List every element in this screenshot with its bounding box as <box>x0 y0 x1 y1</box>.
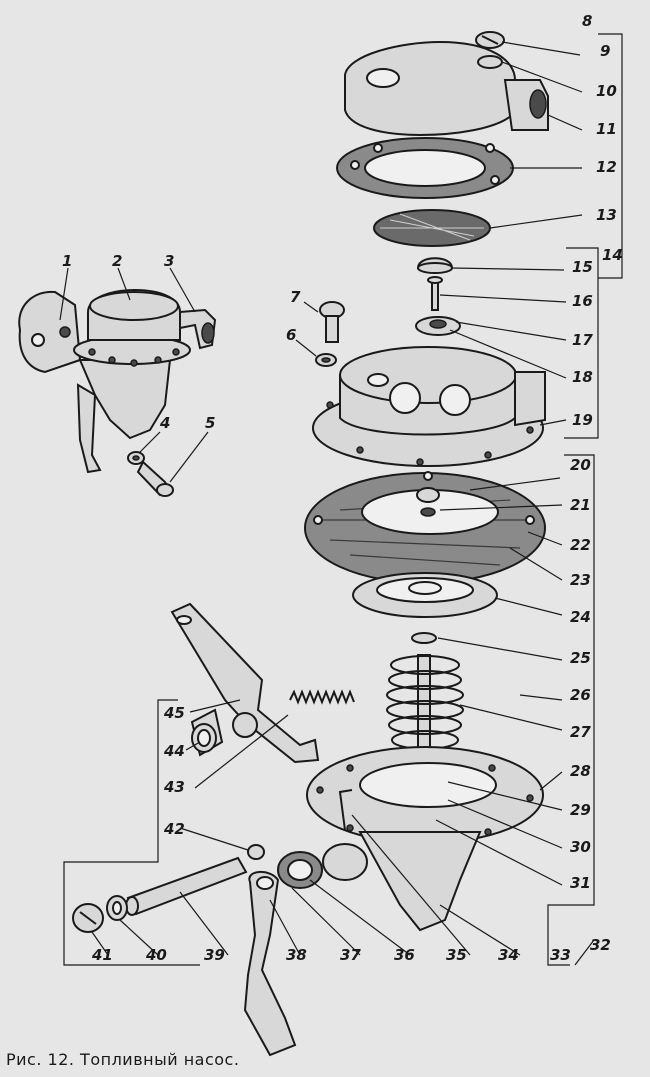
screw-7-shank <box>325 315 339 343</box>
label-26: 26 <box>570 686 591 704</box>
label-27: 27 <box>570 723 591 741</box>
label-31: 31 <box>570 874 591 892</box>
label-40: 40 <box>145 946 167 964</box>
label-41: 41 <box>91 946 113 964</box>
label-21: 21 <box>570 496 591 514</box>
label-35: 35 <box>446 946 467 964</box>
label-22: 22 <box>570 536 591 554</box>
washer-25 <box>411 632 437 644</box>
label-25: 25 <box>570 649 591 667</box>
lower-body <box>306 746 544 932</box>
upper-body <box>312 346 546 467</box>
diaphragm-assembly <box>304 471 546 585</box>
drive-lever-parts <box>170 602 355 764</box>
cover-washer <box>477 55 503 69</box>
label-33: 33 <box>550 946 571 964</box>
filter-screen <box>373 209 491 247</box>
figure-caption: Рис. 12. Топливный насос. <box>6 1050 240 1069</box>
label-28: 28 <box>570 762 591 780</box>
label-29: 29 <box>570 801 591 819</box>
lever-axle-parts <box>72 844 265 933</box>
label-37: 37 <box>340 946 361 964</box>
group-brackets <box>63 33 623 966</box>
label-36: 36 <box>394 946 415 964</box>
diaphragm-spring <box>386 654 464 756</box>
assembled-mounting-flange <box>18 290 82 374</box>
label-16: 16 <box>572 292 593 310</box>
label-1: 1 <box>62 252 72 270</box>
label-18: 18 <box>572 368 593 386</box>
label-14: 14 <box>602 246 623 264</box>
label-3: 3 <box>164 252 174 270</box>
label-15: 15 <box>572 258 593 276</box>
label-5: 5 <box>205 414 215 432</box>
label-11: 11 <box>596 120 617 138</box>
assembled-priming-lever <box>76 383 102 474</box>
label-10: 10 <box>596 82 617 100</box>
label-30: 30 <box>570 838 591 856</box>
assembled-pump <box>18 288 217 474</box>
spring-43 <box>289 689 355 705</box>
axle-39 <box>126 856 248 916</box>
priming-lever-group <box>243 851 323 1057</box>
label-8: 8 <box>582 12 592 30</box>
leader-lines <box>91 41 583 956</box>
label-13: 13 <box>596 206 617 224</box>
label-2: 2 <box>112 252 122 270</box>
label-43: 43 <box>163 778 185 796</box>
label-7: 7 <box>290 288 301 306</box>
diaphragm-lower-cup <box>352 572 498 618</box>
label-19: 19 <box>572 411 593 429</box>
label-34: 34 <box>498 946 519 964</box>
nut-and-bolt <box>127 431 209 497</box>
label-39: 39 <box>204 946 225 964</box>
label-32: 32 <box>590 936 611 954</box>
label-20: 20 <box>570 456 591 474</box>
assembled-flange-hole <box>31 333 45 347</box>
label-44: 44 <box>163 742 185 760</box>
label-6: 6 <box>286 326 296 344</box>
label-23: 23 <box>570 571 591 589</box>
label-42: 42 <box>163 820 185 838</box>
valve-parts <box>415 257 461 336</box>
priming-lever-38 <box>243 871 297 1057</box>
ring-42 <box>247 844 265 860</box>
diaphragm-nut-21 <box>416 487 440 503</box>
label-9: 9 <box>600 42 610 60</box>
screw-and-washer <box>295 301 345 367</box>
upper-body-top <box>339 346 517 404</box>
part-number-labels: 1 2 3 4 5 6 7 8 9 10 11 12 13 14 15 16 1… <box>62 12 623 964</box>
assembled-lower-body <box>78 359 172 440</box>
label-45: 45 <box>163 704 185 722</box>
assembled-cover-top <box>89 291 179 321</box>
label-12: 12 <box>596 158 617 176</box>
label-24: 24 <box>570 608 591 626</box>
cover-port-hole <box>366 68 400 88</box>
lower-body-housing <box>358 831 482 932</box>
label-17: 17 <box>572 331 593 349</box>
diaphragm-rod <box>417 654 431 756</box>
label-38: 38 <box>286 946 307 964</box>
pump-cover-assembly <box>344 31 549 137</box>
label-4: 4 <box>159 414 170 432</box>
assembled-outlet-bore <box>201 322 215 344</box>
cover-gasket <box>336 137 514 199</box>
